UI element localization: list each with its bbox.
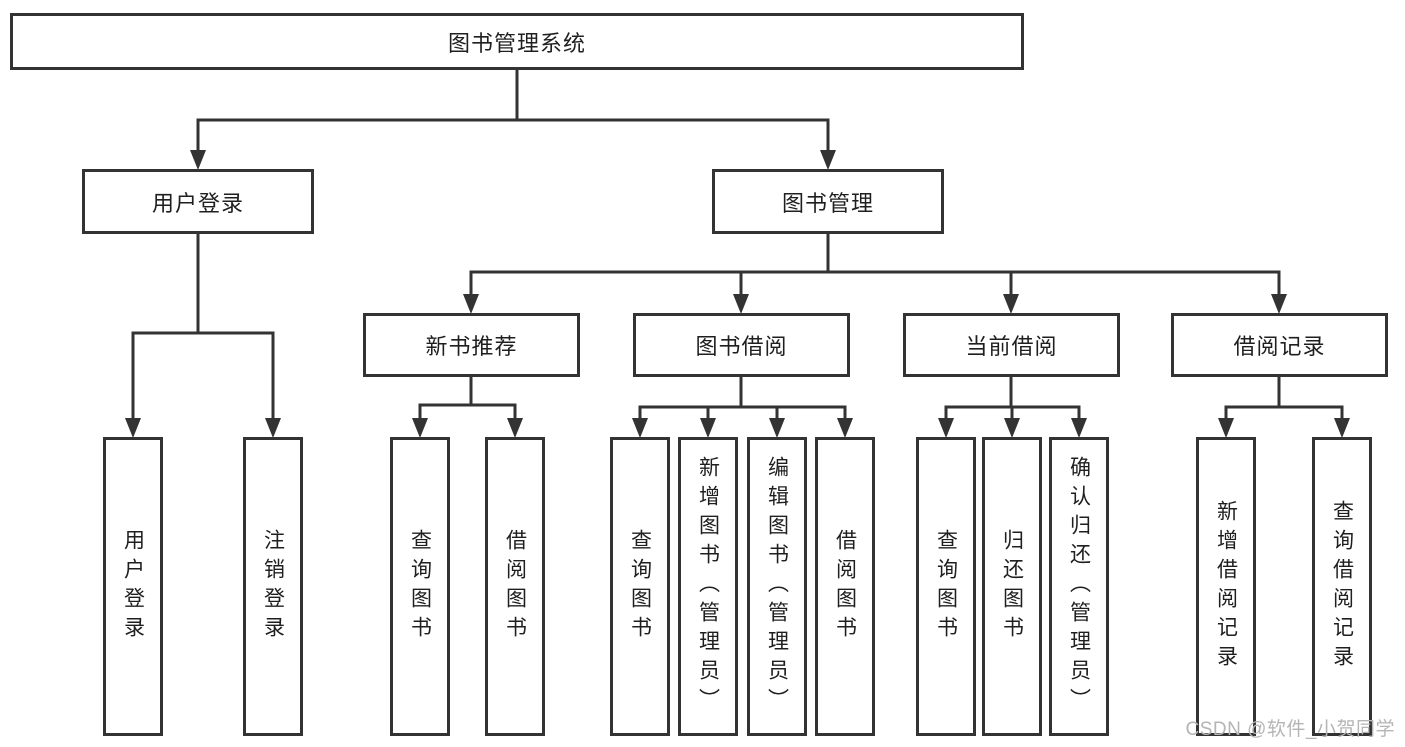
leaf-current-return-books: 归还图书 [982,437,1042,736]
node-book-borrowing-label: 图书借阅 [695,334,788,359]
node-user-login-label: 用户登录 [151,190,244,216]
node-book-management-label: 图书管理 [781,190,874,216]
leaf-records-query-borrow-record: 查询借阅记录 [1312,437,1372,736]
leaf-current-confirm-return-admin-label: 确认归还（管理员） [1067,456,1091,717]
node-borrowing-records: 借阅记录 [1171,313,1388,377]
leaf-borrowing-query-books-label: 查询图书 [628,528,652,645]
leaf-recommend-borrow-books: 借阅图书 [485,437,545,736]
leaf-logout: 注销登录 [243,437,303,736]
node-current-borrowing: 当前借阅 [903,313,1120,377]
leaf-borrowing-borrow-books: 借阅图书 [815,437,875,736]
leaf-borrowing-add-books-admin: 新增图书（管理员） [678,437,738,736]
node-book-borrowing: 图书借阅 [633,313,850,377]
leaf-current-confirm-return-admin: 确认归还（管理员） [1049,437,1109,736]
leaf-borrowing-add-books-admin-label: 新增图书（管理员） [696,456,720,717]
leaf-user-login-label: 用户登录 [121,528,145,645]
leaf-current-return-books-label: 归还图书 [1000,528,1024,645]
leaf-borrowing-query-books: 查询图书 [610,437,670,736]
leaf-logout-label: 注销登录 [261,528,285,645]
leaf-borrowing-borrow-books-label: 借阅图书 [833,528,857,645]
leaf-records-add-borrow-record-label: 新增借阅记录 [1214,499,1238,674]
leaf-borrowing-edit-books-admin-label: 编辑图书（管理员） [765,456,789,717]
leaf-current-query-books-label: 查询图书 [934,528,958,645]
node-library-management-system-label: 图书管理系统 [447,30,586,56]
node-user-login: 用户登录 [82,169,314,234]
node-new-book-recommendation-label: 新书推荐 [425,334,518,359]
node-new-book-recommendation: 新书推荐 [363,313,580,377]
leaf-recommend-borrow-books-label: 借阅图书 [503,528,527,645]
node-library-management-system: 图书管理系统 [10,13,1024,70]
leaf-user-login: 用户登录 [103,437,163,736]
leaf-recommend-query-books-label: 查询图书 [408,528,432,645]
node-borrowing-records-label: 借阅记录 [1233,334,1326,359]
leaf-current-query-books: 查询图书 [916,437,976,736]
leaf-borrowing-edit-books-admin: 编辑图书（管理员） [747,437,807,736]
node-book-management: 图书管理 [712,169,944,234]
leaf-records-query-borrow-record-label: 查询借阅记录 [1330,499,1354,674]
leaf-records-add-borrow-record: 新增借阅记录 [1196,437,1256,736]
leaf-recommend-query-books: 查询图书 [390,437,450,736]
node-current-borrowing-label: 当前借阅 [965,334,1058,359]
watermark: CSDN @软件_小贺同学 [1185,719,1395,740]
